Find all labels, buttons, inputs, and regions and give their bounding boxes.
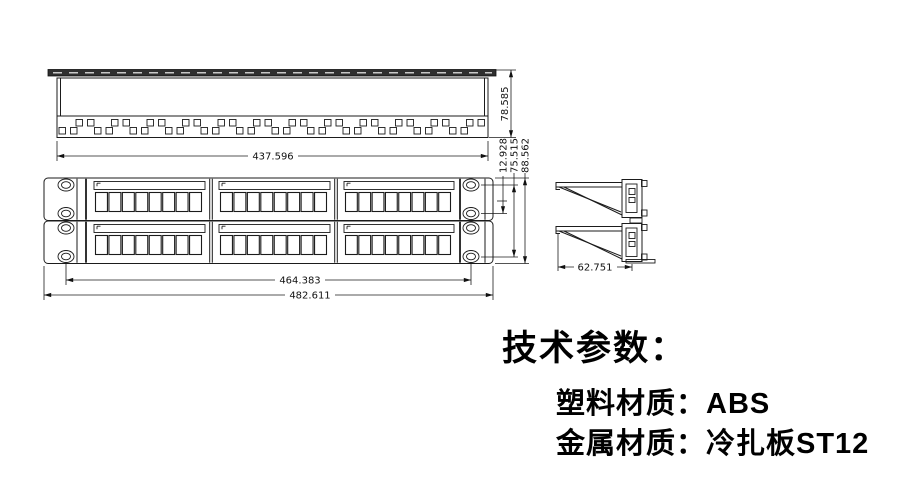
dim-front-height-label: 88.562 <box>521 138 532 173</box>
top-view <box>47 69 497 138</box>
dim-front-hole-pitch: 75.515 <box>481 138 521 258</box>
dim-front-hole-pitch-label: 75.515 <box>510 138 521 173</box>
dim-top-length: 437.596 <box>56 141 489 163</box>
dim-front-height: 88.562 <box>495 138 532 264</box>
dim-front-step-label: 12.928 <box>499 138 510 173</box>
dim-front-step: 12.928 <box>481 138 510 214</box>
spec-metal-material: 金属材质：冷扎板ST12 <box>556 428 870 460</box>
dim-side-depth: 62.751 <box>557 234 633 274</box>
side-view <box>555 179 656 264</box>
spec-plastic-material: 塑料材质：ABS <box>556 388 771 420</box>
dim-front-hole-span: 464.383 <box>65 264 472 287</box>
tech-params-heading: 技术参数： <box>502 329 688 368</box>
dim-front-width-label: 482.611 <box>289 291 330 302</box>
dim-top-length-label: 437.596 <box>252 152 293 163</box>
front-view-lower-unit <box>43 220 494 264</box>
dim-top-height: 78.585 <box>489 69 516 138</box>
dim-front-hole-span-label: 464.383 <box>279 276 320 287</box>
top-view-body <box>56 77 489 138</box>
front-view-mounting-holes <box>57 178 480 263</box>
top-view-vent-holes <box>58 119 485 135</box>
top-view-front-rail <box>47 69 497 77</box>
tech-params-specs: 塑料材质：ABS 金属材质：冷扎板ST12 <box>556 384 869 464</box>
front-view <box>43 177 494 264</box>
front-view-port-sections <box>76 178 486 263</box>
dim-front-width: 482.611 <box>43 266 494 302</box>
dim-side-depth-label: 62.751 <box>578 263 613 274</box>
dim-top-height-label: 78.585 <box>500 87 511 122</box>
